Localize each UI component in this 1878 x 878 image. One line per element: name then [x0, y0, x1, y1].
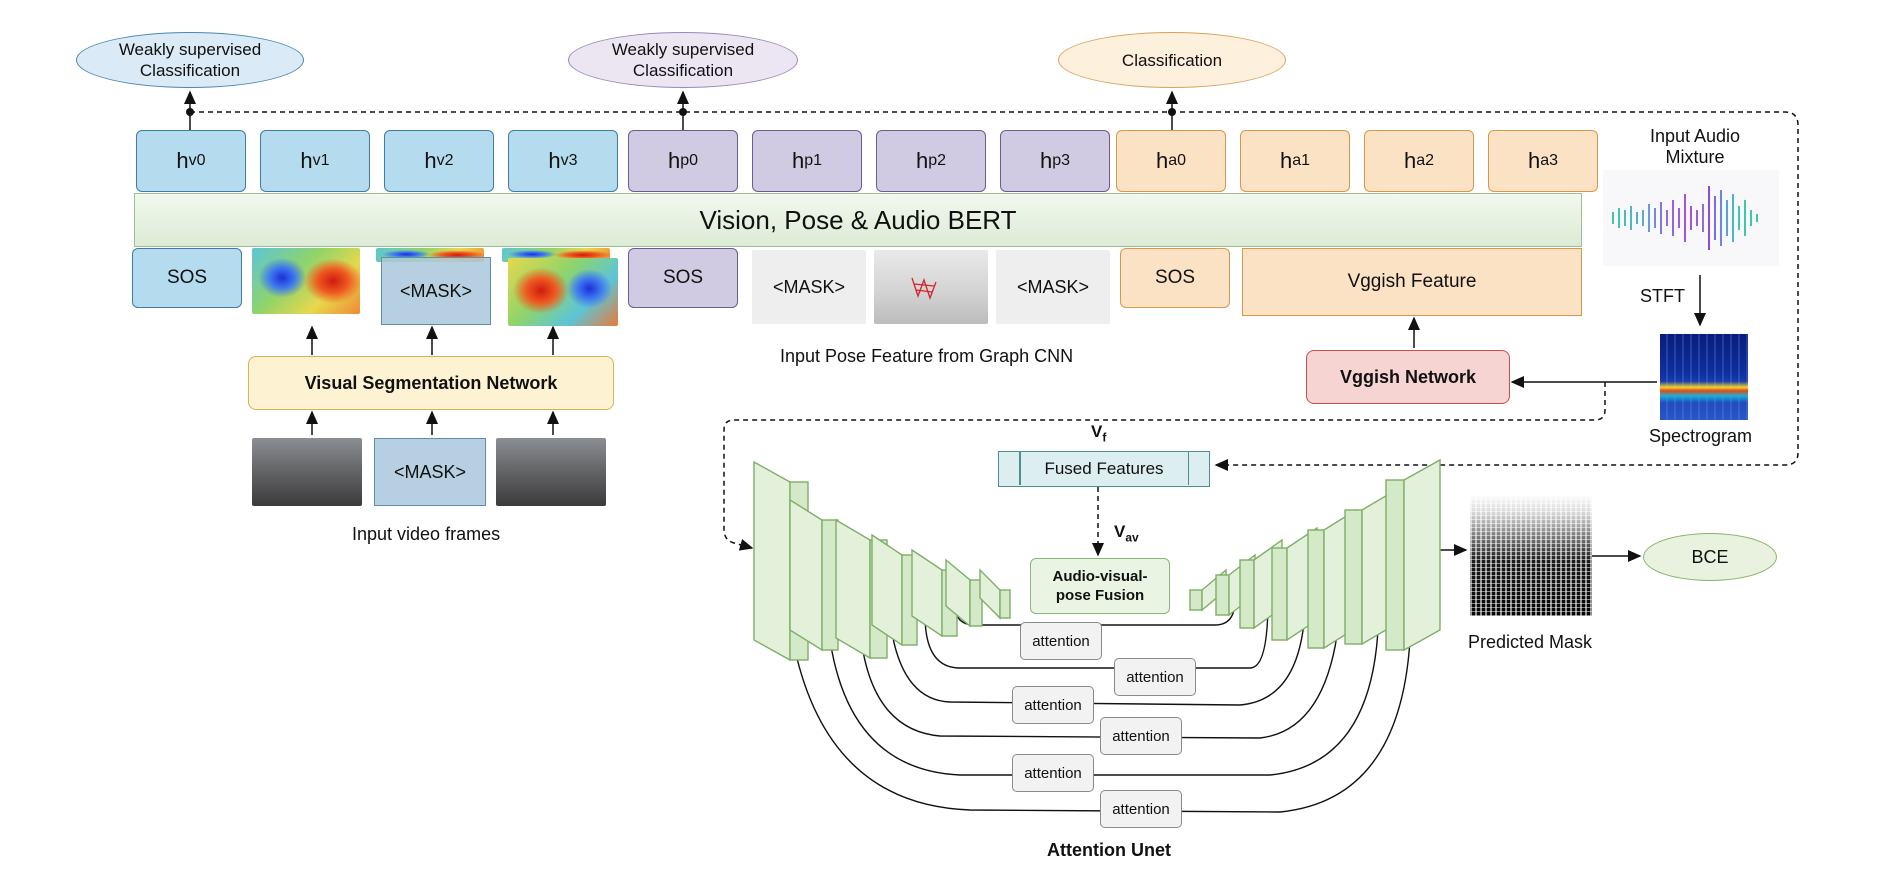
attention-block-5: attention — [1012, 754, 1094, 792]
vision-mask-token: <MASK> — [381, 257, 491, 325]
video-frame-1 — [252, 438, 362, 506]
bert-bar: Vision, Pose & Audio BERT — [134, 193, 1582, 247]
vggish-feature-box: Vggish Feature — [1242, 248, 1582, 316]
pose-skeleton-icon — [911, 277, 937, 300]
encoder-block-7 — [979, 568, 1011, 620]
bert-label: Vision, Pose & Audio BERT — [699, 204, 1017, 235]
video-mask-frame: <MASK> — [374, 438, 486, 506]
audio-visual-pose-fusion: Audio-visual- pose Fusion — [1030, 558, 1170, 614]
vggish-feature-label: Vggish Feature — [1347, 271, 1477, 292]
fused-features-label: Fused Features — [1044, 459, 1164, 478]
vav-label: Vav — [1114, 522, 1139, 545]
attention-block-3: attention — [1012, 686, 1094, 724]
encoder-block-4 — [871, 533, 918, 647]
pose-mask-token-1: <MASK> — [752, 250, 866, 324]
predicted-mask-label: Predicted Mask — [1468, 632, 1593, 652]
waveform-icon — [1603, 170, 1779, 266]
audio-classification-output: Classification — [1058, 32, 1286, 88]
spectrogram-label: Spectrogram — [1649, 426, 1753, 446]
stft-label: STFT — [1640, 286, 1685, 306]
vf-label: Vf — [1091, 422, 1107, 445]
attention-unet-title: Attention Unet — [1047, 840, 1171, 860]
pose-mask-token-2: <MASK> — [996, 250, 1110, 324]
video-frame-3 — [496, 438, 606, 506]
pose-classification-output: Weakly supervised Classification — [568, 32, 798, 88]
attention-block-6: attention — [1100, 790, 1182, 828]
encoder-block-2 — [789, 498, 839, 652]
attention-block-1: attention — [1020, 622, 1102, 660]
pose-frame — [874, 250, 988, 324]
heatmap-frame-1 — [252, 248, 360, 314]
spectrogram-image — [1660, 334, 1748, 420]
fused-features-box: Fused Features — [998, 451, 1210, 487]
dashed-spec-line — [723, 382, 1606, 551]
vggish-network-label: Vggish Network — [1339, 366, 1477, 387]
encoder-block-6 — [945, 558, 983, 628]
visual-segmentation-label: Visual Segmentation Network — [304, 372, 558, 393]
bce-loss: BCE — [1643, 533, 1777, 581]
decoder-block-7 — [1385, 458, 1441, 652]
visual-segmentation-network: Visual Segmentation Network — [248, 356, 614, 410]
vision-sos-token: SOS — [132, 248, 242, 308]
vggish-network-box: Vggish Network — [1306, 350, 1510, 404]
audio-sos-token: SOS — [1120, 248, 1230, 308]
input-audio-label: Input Audio Mixture — [1649, 126, 1741, 167]
attention-block-4: attention — [1100, 717, 1182, 755]
pose-feature-label: Input Pose Feature from Graph CNN — [780, 346, 1074, 366]
pose-sos-token: SOS — [628, 248, 738, 308]
vision-classification-output: Weakly supervised Classification — [76, 32, 304, 88]
input-video-label: Input video frames — [352, 524, 501, 544]
heatmap-frame-3 — [508, 258, 618, 326]
predicted-mask-image — [1470, 494, 1592, 616]
attention-block-2: attention — [1114, 658, 1196, 696]
